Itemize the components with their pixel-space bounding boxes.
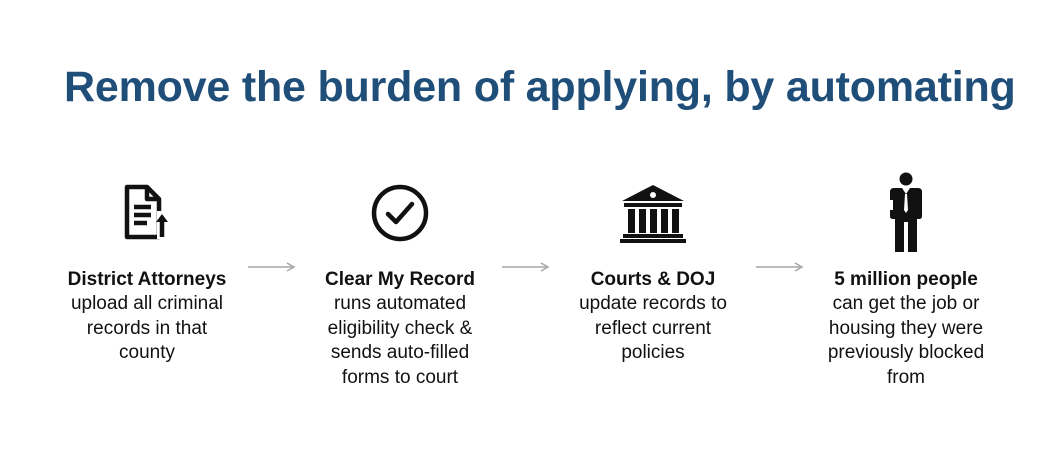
courthouse-icon — [548, 172, 758, 254]
step-title: District Attorneys — [67, 269, 227, 290]
document-upload-icon — [42, 172, 252, 254]
step-clear-my-record: Clear My Record runs automated eligibili… — [295, 172, 505, 390]
step-courts-doj: Courts & DOJ update records to reflect c… — [548, 172, 758, 366]
checkmark-circle-icon — [295, 172, 505, 254]
arrow-right-icon — [502, 262, 550, 272]
step-title: Courts & DOJ — [590, 269, 716, 290]
arrow-right-icon — [756, 262, 804, 272]
step-description: can get the job or housing they were pre… — [827, 293, 985, 388]
step-title: 5 million people — [834, 269, 978, 290]
step-description: runs automated eligibility check & sends… — [327, 293, 473, 388]
step-description: update records to reflect current polici… — [579, 293, 727, 363]
page-title: Remove the burden of applying, by automa… — [64, 63, 1016, 111]
step-description: upload all criminal records in that coun… — [70, 293, 224, 363]
step-title: Clear My Record — [325, 269, 475, 290]
arrow-right-icon — [248, 262, 296, 272]
step-district-attorneys: District Attorneys upload all criminal r… — [42, 172, 252, 366]
step-five-million-people: 5 million people can get the job or hous… — [801, 172, 1011, 390]
person-icon — [801, 172, 1011, 254]
